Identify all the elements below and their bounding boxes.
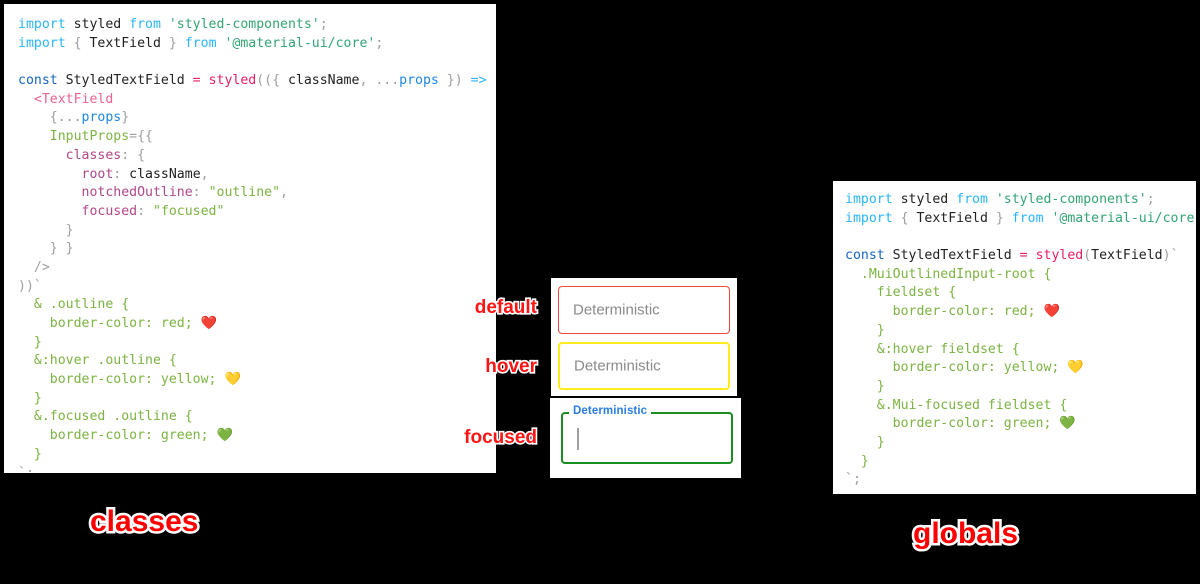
code-line: } xyxy=(18,446,42,462)
state-label-focused: focused xyxy=(463,425,539,449)
text-caret-icon xyxy=(577,428,579,450)
code-line: } xyxy=(845,322,885,338)
code-panel-classes: import styled from 'styled-components'; i… xyxy=(4,4,496,473)
code-line: .MuiOutlinedInput-root { xyxy=(845,266,1052,282)
code-line: fieldset { xyxy=(845,285,957,301)
code-line: root: className, xyxy=(18,166,209,182)
code-line: import { TextField } from '@material-ui/… xyxy=(18,35,384,51)
code-line xyxy=(845,228,1196,247)
code-line: import styled from 'styled-components'; xyxy=(18,17,328,32)
code-line: import { TextField } from '@material-ui/… xyxy=(845,210,1196,226)
code-line: border-color: yellow; 💛 xyxy=(845,360,1084,376)
code-line: `; xyxy=(845,472,861,488)
code-line: notchedOutline: "outline", xyxy=(18,185,288,201)
code-line: `; xyxy=(18,465,34,474)
code-block-globals: import styled from 'styled-components'; i… xyxy=(833,181,1196,490)
code-line: focused: "focused" xyxy=(18,203,225,219)
code-line: InputProps={{ xyxy=(18,129,153,145)
code-line: } xyxy=(845,434,885,450)
textfield-default-value: Deterministic xyxy=(573,301,660,319)
textfield-hover-value: Deterministic xyxy=(574,357,661,375)
code-line: border-color: green; 💚 xyxy=(18,428,233,444)
code-line: /> xyxy=(18,259,50,275)
code-line: } xyxy=(18,390,42,406)
code-block-classes: import styled from 'styled-components'; i… xyxy=(4,4,496,473)
code-line: &:hover fieldset { xyxy=(845,341,1020,357)
state-label-default: default xyxy=(473,295,538,319)
caption-classes: classes xyxy=(87,503,200,541)
code-line: &.focused .outline { xyxy=(18,409,193,425)
textfield-focused[interactable] xyxy=(561,412,733,464)
code-line: {...props} xyxy=(18,110,130,126)
code-line: } xyxy=(845,378,885,394)
code-line: } } xyxy=(18,241,74,257)
code-line: &.Mui-focused fieldset { xyxy=(845,397,1068,413)
code-line: border-color: red; ❤️ xyxy=(845,304,1060,320)
code-line: ))` xyxy=(18,278,42,294)
code-panel-globals: import styled from 'styled-components'; i… xyxy=(833,181,1196,494)
code-line: &:hover .outline { xyxy=(18,353,177,369)
code-line: const StyledTextField = styled(({ classN… xyxy=(18,73,496,89)
textfield-hover[interactable]: Deterministic xyxy=(558,342,730,390)
code-line: <TextField xyxy=(18,91,114,107)
textfield-default[interactable]: Deterministic xyxy=(558,286,730,334)
code-line: import styled from 'styled-components'; xyxy=(845,192,1155,207)
textfield-demo-panel-focused: Deterministic xyxy=(550,398,741,478)
code-line: border-color: green; 💚 xyxy=(845,416,1076,432)
code-line xyxy=(18,53,496,72)
code-line: & .outline { xyxy=(18,297,130,313)
code-line: const StyledTextField = styled(TextField… xyxy=(845,248,1179,264)
code-line: border-color: red; ❤️ xyxy=(18,316,218,331)
code-line: } xyxy=(18,334,42,350)
state-label-hover: hover xyxy=(484,354,539,378)
code-line: } xyxy=(845,453,869,469)
textfield-demo-panel-top: Deterministic Deterministic xyxy=(551,278,737,396)
code-line: classes: { xyxy=(18,147,146,163)
caption-globals: globals xyxy=(910,515,1020,553)
textfield-focused-label: Deterministic xyxy=(569,405,652,417)
code-line: border-color: yellow; 💛 xyxy=(18,372,241,388)
code-line: } xyxy=(18,222,74,238)
